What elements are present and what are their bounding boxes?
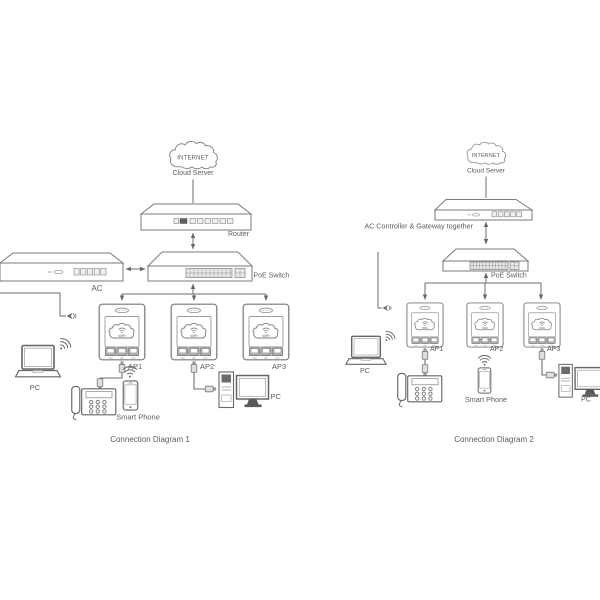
ap2-label: AP2 [490,346,503,353]
desktop-pc-icon [558,363,600,398]
wireless-tap-icon [66,312,77,320]
ac-ports [73,268,107,276]
poe-ap-links-2 [422,272,544,300]
wifi-signal-icon [380,329,397,345]
smartphone-2: Smart Phone [465,355,507,404]
smartphone-icon [477,367,492,394]
ap2-label: AP2 [200,362,214,371]
ac-label: AC [91,284,102,293]
ap2-unit [466,302,504,348]
desk-phone-icon [397,372,443,408]
laptop-pc-label: PC [30,383,41,392]
cloud-server-1: INTERNET Cloud Server [169,140,218,177]
desktop-pc-label: PC [271,392,282,401]
rj45-plug-icon [96,378,104,390]
ap1-label: AP1 [430,346,443,353]
ap1-unit [98,303,146,361]
ap1-phone-connection [397,348,443,408]
rj45-plug-icon [538,348,546,360]
internet-label: INTERNET [472,153,501,159]
ap1-unit [406,302,444,348]
ap2-unit [170,303,218,361]
wireless-feeder-2 [377,252,392,312]
ap3-unit [242,303,290,361]
ac-controller-device [433,199,534,221]
controller-ports [491,211,522,218]
laptop-pc-label: PC [360,366,370,375]
rj45-plug-icon [421,348,429,360]
router-ports [173,218,234,224]
rj45-plug-icon [545,371,558,379]
desk-phone-icon [71,385,117,421]
laptop-icon [345,335,387,366]
router-label: Router [228,231,250,238]
ap3-desktop-connection: PC [538,348,600,404]
smart-phone-label: Smart Phone [116,413,160,422]
cloud-server-2: INTERNET Cloud Server [466,141,507,175]
smart-phone-label: Smart Phone [465,395,507,404]
ap1-label: AP1 [128,362,142,371]
wireless-feeder-1 [0,292,77,320]
ap1-phone-connection [71,361,126,421]
internet-label: INTERNET [177,156,209,162]
poe-switch-ports [185,268,246,278]
desktop-pc-icon [218,371,270,409]
laptop-pc-1: PC [15,336,74,392]
ac-controller-label: AC Controller & Gateway together [364,222,473,231]
poe-switch-device-1 [146,251,254,282]
poe-switch-ports [469,261,520,270]
poe-switch-label-1: PoE Switch [254,273,290,280]
ac-device [0,252,125,282]
laptop-pc-2: PC [345,329,397,375]
rj45-plug-icon [421,364,429,376]
diagram-1-caption: Connection Diagram 1 [110,435,190,444]
router-device [139,203,253,231]
desktop-pc-label: PC [581,395,591,404]
ap3-label: AP3 [547,346,560,353]
poe-switch-label-2: PoE Switch [491,273,527,280]
poe-switch-device-2 [441,248,530,272]
rj45-plug-icon [190,361,198,373]
wifi-signal-icon [54,336,74,355]
ap3-label: AP3 [272,362,286,371]
ap2-desktop-connection: PC [190,361,282,409]
rj45-plug-icon [118,361,126,373]
smartphone-icon [122,380,139,411]
ap3-unit [523,302,561,348]
diagram-2-caption: Connection Diagram 2 [454,435,534,444]
rj45-plug-icon [204,385,217,393]
wifi-signal-icon [477,355,492,366]
laptop-icon [15,344,61,378]
poe-ap-links-1 [119,283,269,301]
diagram-2: INTERNET Cloud Server AC Controller & Ga… [345,141,600,444]
smartphone-1: Smart Phone [116,366,160,422]
diagram-1: INTERNET Cloud Server Router [0,140,290,444]
cloud-server-label: Cloud Server [467,168,506,175]
cloud-server-label: Cloud Server [173,170,215,177]
wireless-tap-icon [382,304,392,312]
